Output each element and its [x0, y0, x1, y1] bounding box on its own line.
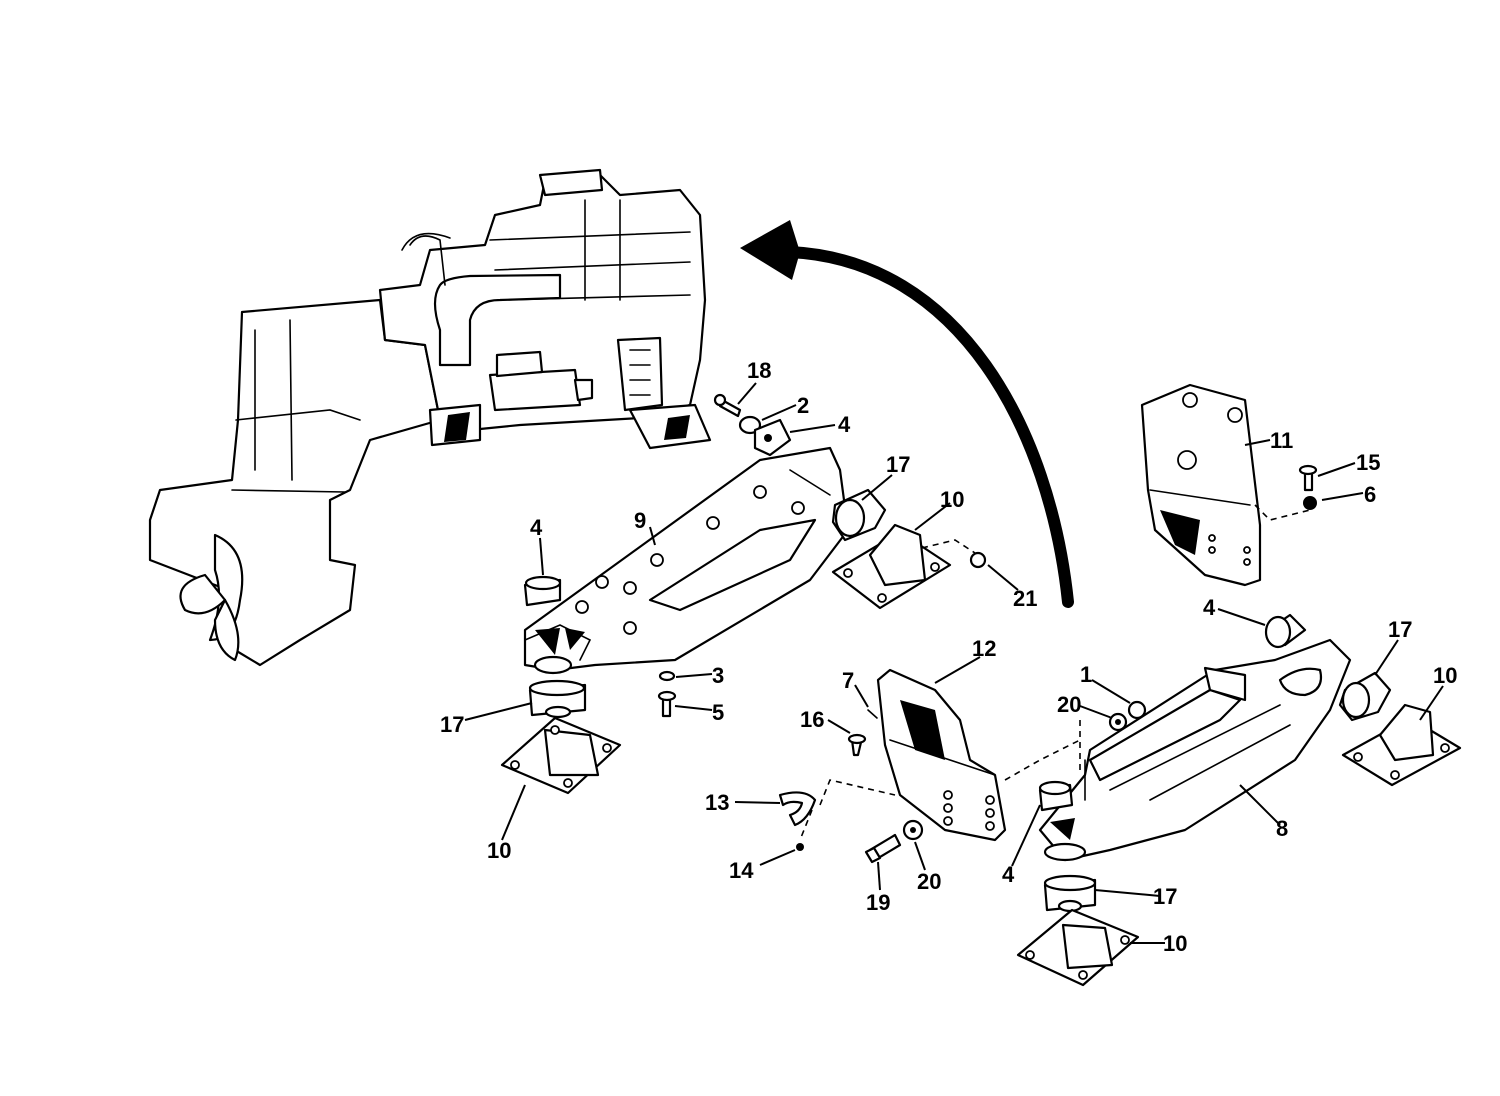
callout-leaders	[464, 382, 1444, 944]
right-engine-mount-rail	[1004, 638, 1352, 862]
transom-bracket-11	[1140, 383, 1318, 587]
washer-and-bolt-3-5	[657, 670, 677, 718]
callout-17: 17	[886, 452, 910, 477]
upper-bolt-washer-bushing-set	[713, 393, 792, 457]
callout-19: 19	[866, 890, 890, 915]
callout-3: 3	[712, 663, 724, 688]
callout-5: 5	[712, 700, 724, 725]
callout-16: 16	[800, 707, 824, 732]
engine-sterndrive-assembly	[148, 168, 712, 667]
callout-9: 9	[634, 508, 646, 533]
left-engine-mount-rail	[523, 446, 850, 672]
callout-4: 4	[530, 515, 543, 540]
callout-20: 20	[1057, 692, 1081, 717]
callout-10: 10	[487, 838, 511, 863]
callout-12: 12	[972, 636, 996, 661]
callout-18: 18	[747, 358, 771, 383]
callout-6: 6	[1364, 482, 1376, 507]
callout-13: 13	[705, 790, 729, 815]
callout-14: 14	[729, 858, 754, 883]
callout-10: 10	[940, 487, 964, 512]
callout-17: 17	[1153, 884, 1177, 909]
callout-17: 17	[1388, 617, 1412, 642]
callout-17: 17	[440, 712, 464, 737]
right-rear-mount-stack	[1016, 780, 1140, 987]
callout-labels: 18 2 4 17 10 9 4 21 3 5 17 10 11 15 6 4 …	[440, 358, 1457, 956]
callout-20: 20	[917, 869, 941, 894]
left-front-mount-stack	[831, 488, 987, 610]
transom-bracket-12	[778, 668, 1007, 864]
callout-4: 4	[1203, 595, 1216, 620]
callout-11: 11	[1270, 428, 1293, 453]
callout-4: 4	[1002, 862, 1015, 887]
right-front-mount-stack	[1264, 613, 1462, 787]
callout-8: 8	[1276, 816, 1288, 841]
callout-2: 2	[797, 393, 809, 418]
callout-15: 15	[1356, 450, 1380, 475]
callout-10: 10	[1163, 931, 1187, 956]
callout-4: 4	[838, 412, 851, 437]
callout-1: 1	[1080, 662, 1092, 687]
callout-7: 7	[842, 668, 854, 693]
callout-21: 21	[1013, 586, 1037, 611]
callout-10: 10	[1433, 663, 1457, 688]
left-rear-mount-stack	[500, 575, 622, 795]
assembly-direction-arrow	[740, 220, 1074, 608]
